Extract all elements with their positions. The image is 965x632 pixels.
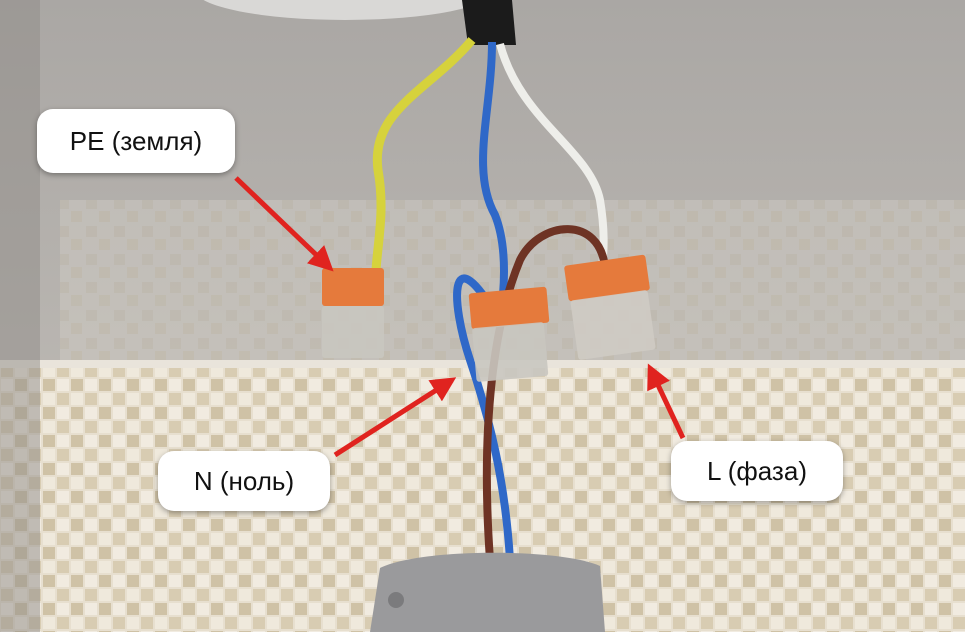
- label-pe-ground: PE (земля): [37, 109, 235, 173]
- arrow-icon: [333, 377, 457, 458]
- connector-pe: [322, 268, 384, 358]
- arrow-icon: [234, 176, 334, 272]
- connector-l: [564, 254, 656, 360]
- label-n-neutral: N (ноль): [158, 451, 330, 511]
- label-l-phase: L (фаза): [671, 441, 843, 501]
- connector-n: [468, 286, 550, 382]
- arrow-icon: [647, 363, 686, 440]
